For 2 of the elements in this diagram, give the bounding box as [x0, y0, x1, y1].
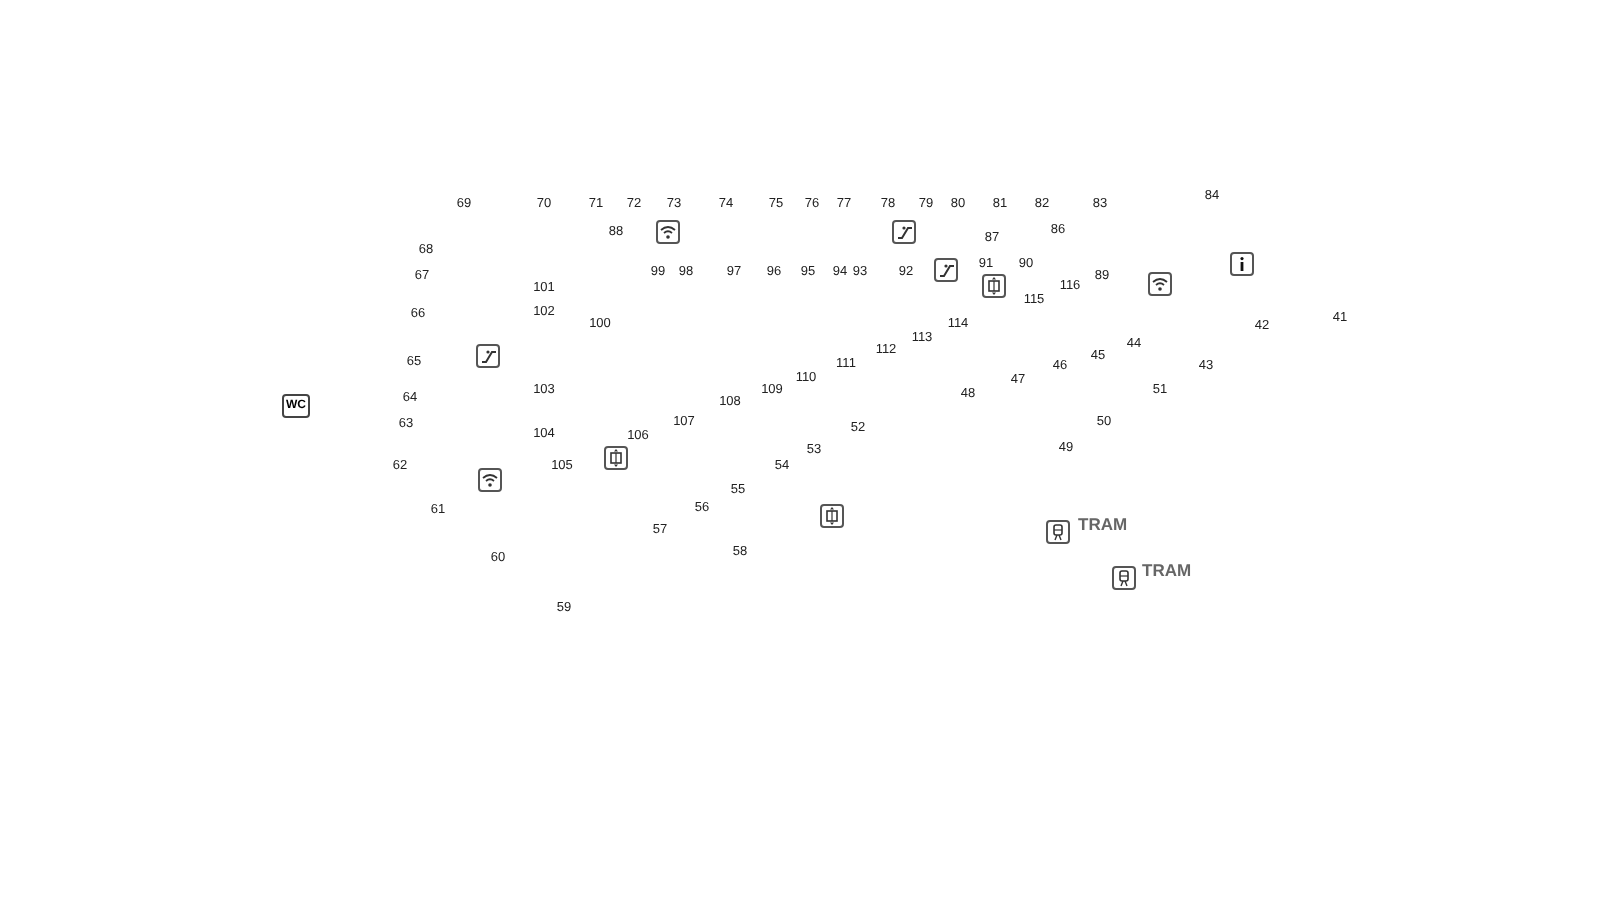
station-label: TRAM [1078, 514, 1128, 534]
station-label: TRAM [1142, 560, 1192, 580]
